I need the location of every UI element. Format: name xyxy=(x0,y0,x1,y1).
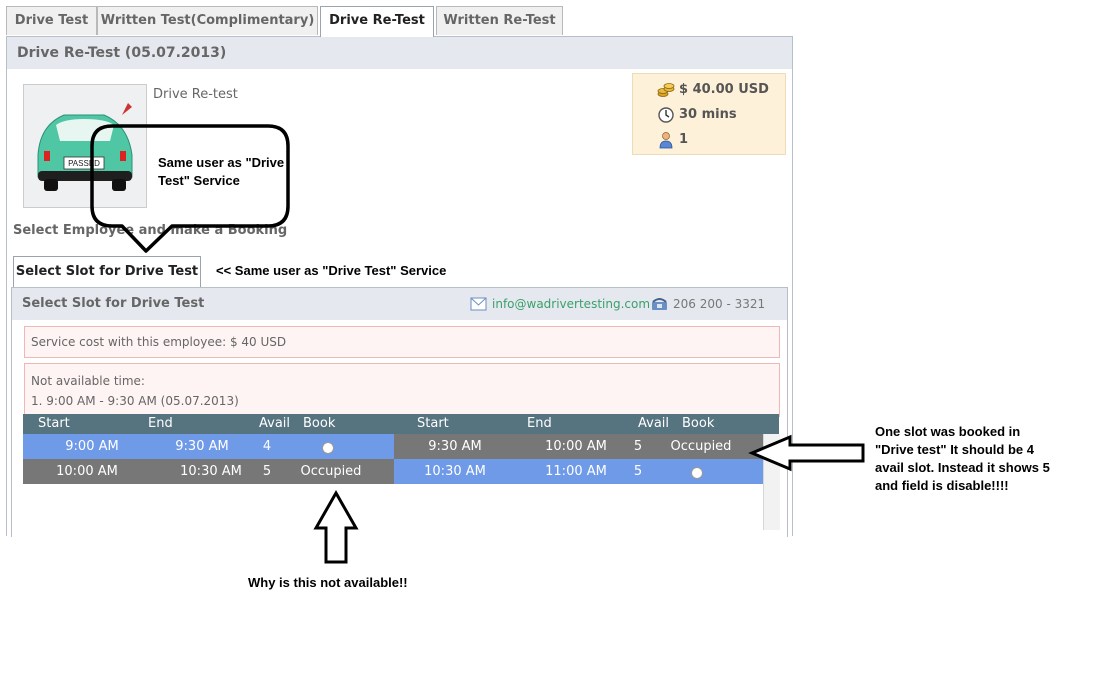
speech-bubble-shape xyxy=(90,124,290,253)
up-arrow-shape xyxy=(313,489,359,564)
service-name: Drive Re-test xyxy=(153,87,238,102)
slot-occupied-label: Occupied xyxy=(300,464,362,479)
left-arrow-shape xyxy=(748,434,865,472)
slot-occupied-label: Occupied xyxy=(670,439,732,454)
service-image: PASSED xyxy=(23,84,147,208)
right-note: One slot was booked in "Drive test" It s… xyxy=(875,424,1050,493)
slot-row[interactable]: 10:30 AM 11:00 AM 5 xyxy=(394,459,763,484)
header-start-2: Start xyxy=(417,416,449,431)
contact-phone: 206 200 - 3321 xyxy=(652,288,766,320)
slot-table-header: Start End Avail Book Start End Avail Boo… xyxy=(23,414,779,434)
slot-row: 9:30 AM 10:00 AM 5 Occupied xyxy=(394,434,763,459)
slot-end: 11:00 AM xyxy=(545,464,607,479)
users-icon xyxy=(659,132,673,149)
car-icon: PASSED xyxy=(24,85,146,207)
header-end: End xyxy=(148,416,173,431)
header-book: Book xyxy=(303,416,336,431)
bubble-note: Same user as "Drive Test" Service xyxy=(158,155,285,188)
slot-avail: 4 xyxy=(262,439,272,454)
plate-text: PASSED xyxy=(68,159,100,168)
tab-drive-test[interactable]: Drive Test xyxy=(6,6,97,35)
not-available-item: 1. 9:00 AM - 9:30 AM (05.07.2013) xyxy=(31,394,239,408)
slot-start: 9:00 AM xyxy=(65,439,119,454)
slot-start: 10:30 AM xyxy=(424,464,486,479)
slot-panel-title: Select Slot for Drive Test xyxy=(22,296,205,311)
coins-icon xyxy=(657,83,675,97)
slot-panel-header: Select Slot for Drive Test info@wadriver… xyxy=(12,288,787,320)
slot-end: 10:30 AM xyxy=(180,464,242,479)
book-radio[interactable] xyxy=(691,467,703,479)
slot-row: 10:00 AM 10:30 AM 5 Occupied xyxy=(23,459,394,484)
price-box: $ 40.00 USD 30 mins 1 xyxy=(632,73,786,155)
capacity-value: 1 xyxy=(679,132,689,147)
slot-avail: 5 xyxy=(633,439,643,454)
tab-written-test[interactable]: Written Test(Complimentary) xyxy=(97,6,318,35)
slot-start: 9:30 AM xyxy=(428,439,482,454)
panel-title: Drive Re-Test (05.07.2013) xyxy=(7,37,792,69)
phone-icon xyxy=(652,298,667,310)
header-avail-2: Avail xyxy=(638,416,670,431)
tab-note: << Same user as "Drive Test" Service xyxy=(216,263,447,278)
duration-value: 30 mins xyxy=(679,107,737,122)
header-end-2: End xyxy=(527,416,552,431)
service-cost-notice: Service cost with this employee: $ 40 US… xyxy=(24,326,780,358)
bottom-note: Why is this not available!! xyxy=(248,575,408,590)
slot-avail: 5 xyxy=(262,464,272,479)
slot-panel: Select Slot for Drive Test info@wadriver… xyxy=(11,287,788,537)
price-value: $ 40.00 USD xyxy=(679,82,769,97)
header-book-2: Book xyxy=(682,416,715,431)
clock-icon xyxy=(658,107,674,123)
contact-email-text[interactable]: info@wadrivertesting.com xyxy=(492,297,651,311)
slot-end: 9:30 AM xyxy=(175,439,229,454)
tab-drive-re-test[interactable]: Drive Re-Test xyxy=(320,6,434,37)
slot-start: 10:00 AM xyxy=(56,464,118,479)
contact-email[interactable]: info@wadrivertesting.com xyxy=(470,288,651,320)
not-available-label: Not available time: xyxy=(31,374,145,388)
header-start: Start xyxy=(38,416,70,431)
slot-avail: 5 xyxy=(633,464,643,479)
tab-select-slot[interactable]: Select Slot for Drive Test xyxy=(13,256,201,287)
slot-end: 10:00 AM xyxy=(545,439,607,454)
book-radio[interactable] xyxy=(322,442,334,454)
slot-row[interactable]: 9:00 AM 9:30 AM 4 xyxy=(23,434,394,459)
not-available-notice: Not available time: 1. 9:00 AM - 9:30 AM… xyxy=(24,363,780,417)
header-avail: Avail xyxy=(259,416,291,431)
tab-written-re-test[interactable]: Written Re-Test xyxy=(436,6,563,35)
mail-icon xyxy=(470,297,487,311)
contact-phone-text: 206 200 - 3321 xyxy=(673,297,766,311)
